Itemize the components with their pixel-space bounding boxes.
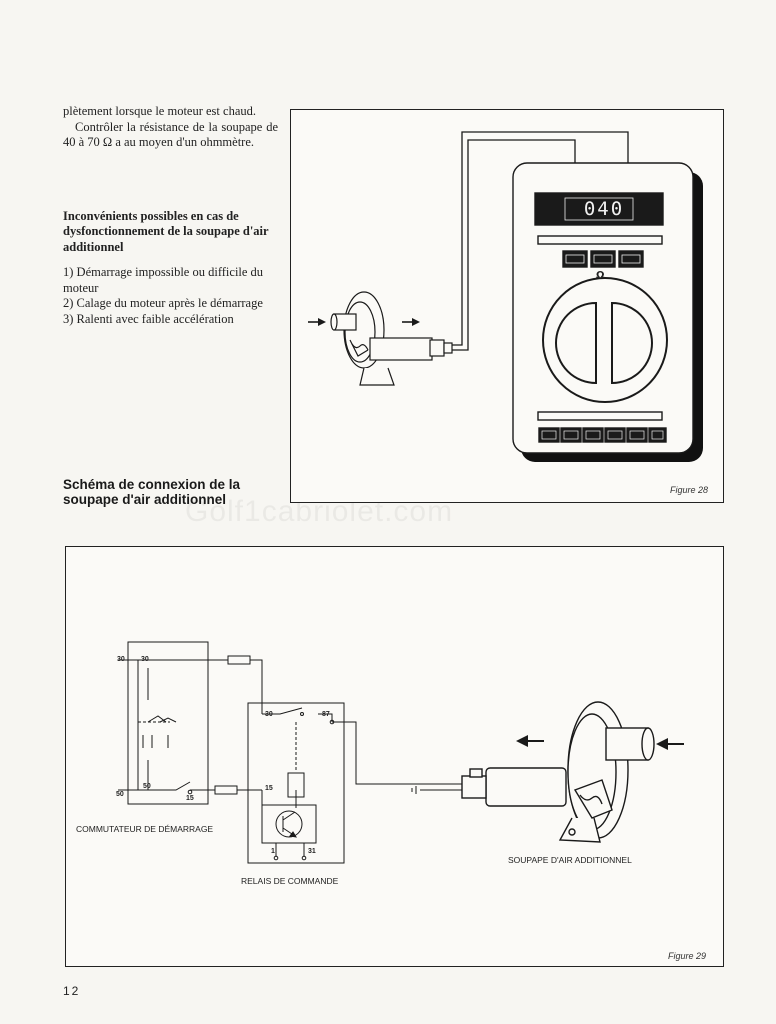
pin-87: 87	[322, 711, 330, 718]
list-item: 2) Calage du moteur après le démarrage	[63, 296, 263, 310]
body-text-column: plètement lorsque le moteur est chaud. C…	[63, 104, 278, 327]
section-heading: Inconvénients possibles en cas de dysfon…	[63, 208, 269, 254]
control-relay-label: RELAIS DE COMMANDE	[241, 876, 339, 886]
paragraph-2: Contrôler la résistance de la soupape de…	[63, 119, 278, 150]
pin-30-inner: 30	[141, 656, 149, 663]
failure-list: 1) Démarrage impossible ou difficile du …	[63, 265, 278, 327]
pin-50-outer: 50	[116, 791, 124, 798]
pin-30-outer: 30	[117, 656, 125, 663]
ohmmeter-display-value: 040	[583, 198, 625, 220]
valve-small-illustration	[330, 291, 453, 386]
flow-arrows-large	[516, 735, 684, 750]
wiring-diagram	[118, 641, 462, 864]
test-leads	[450, 131, 629, 351]
wiring-section-title: Schéma de connexion de la soupape d'air …	[63, 477, 241, 507]
figure-29-caption: Figure 29	[668, 951, 707, 961]
pin-15-relay: 15	[265, 785, 273, 792]
list-item: 1) Démarrage impossible ou difficile du …	[63, 265, 264, 295]
page-number: 12	[63, 984, 81, 998]
list-item: 3) Ralenti avec faible accélération	[63, 311, 234, 326]
ohm-symbol: Ω	[596, 270, 605, 281]
pin-31: 31	[308, 848, 316, 855]
pin-30-relay: 30	[265, 711, 273, 718]
paragraph-1: plètement lorsque le moteur est chaud.	[63, 104, 256, 118]
flow-arrows-small	[308, 318, 420, 326]
ignition-switch-label: COMMUTATEUR DE DÉMARRAGE	[76, 824, 214, 834]
pin-15-switch: 15	[186, 795, 194, 802]
pin-50-inner: 50	[143, 783, 151, 790]
auxiliary-air-valve-label: SOUPAPE D'AIR ADDITIONNEL	[508, 855, 632, 865]
pin-1: 1	[271, 848, 275, 855]
ohmmeter-illustration	[512, 162, 703, 462]
valve-large-illustration	[461, 701, 655, 843]
figure-28-caption: Figure 28	[670, 485, 709, 495]
